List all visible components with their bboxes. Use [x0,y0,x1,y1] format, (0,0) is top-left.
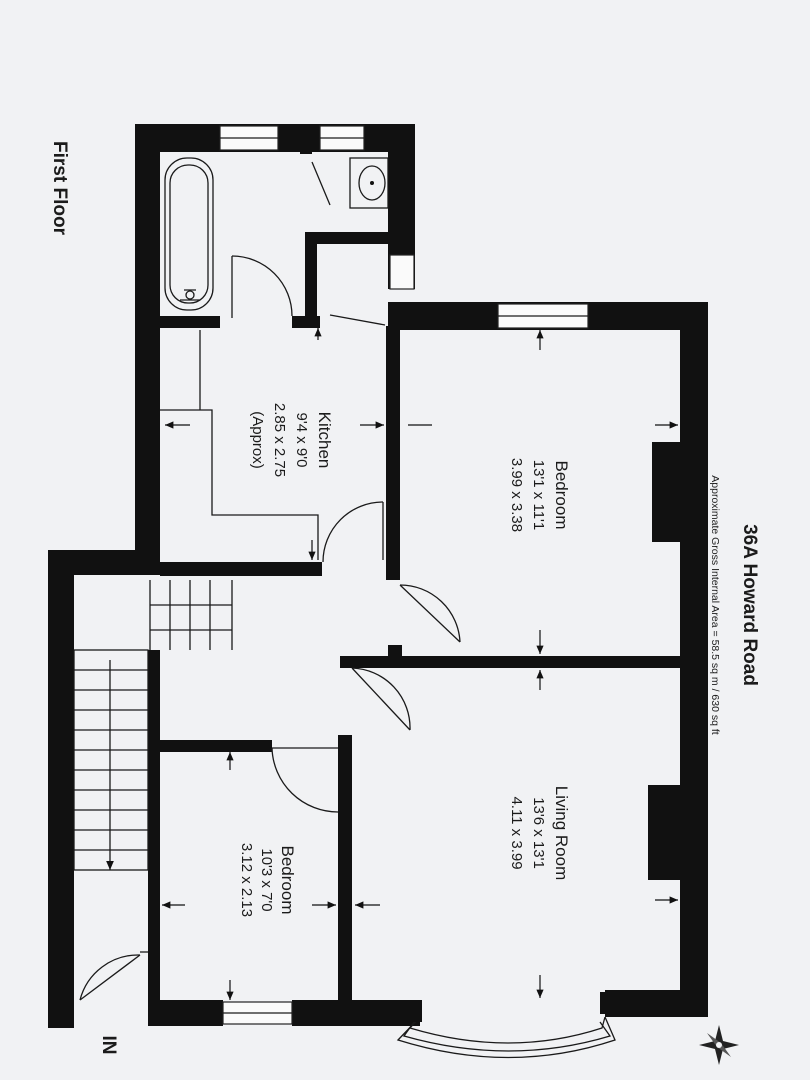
room-name: Living Room [552,786,571,881]
wash-basin-icon [311,157,389,209]
room-imperial: 13'1 x 11'1 [530,460,547,531]
floor-label: First Floor [49,141,70,236]
room-name: Bedroom [278,846,297,915]
room-name: Kitchen [315,412,334,469]
room-imperial: 13'6 x 13'1 [530,797,547,869]
bathtub-icon [164,157,214,311]
room-imperial: 9'4 x 9'0 [293,413,310,468]
door-swing-icon [79,255,461,1001]
room-metric: 3.12 x 2.13 [238,843,255,917]
room-metric: 2.85 x 2.75 [271,403,288,477]
compass-icon [699,1025,739,1065]
room-imperial: 10'3 x 7'0 [258,848,275,911]
room-kitchen: Kitchen 9'4 x 9'0 2.85 x 2.75 (Approx) [249,403,334,477]
stairs-icon [73,580,233,871]
kitchen-counter [160,330,319,560]
room-bedroom-2: Bedroom 10'3 x 7'0 3.12 x 2.13 [238,843,297,917]
room-living-room: Living Room 13'6 x 13'1 4.11 x 3.99 [508,786,571,881]
entrance-label: IN [98,1036,119,1055]
dimension-arrow-icon [162,328,678,1000]
window-icon [219,125,589,1025]
plan-title: 36A Howard Road [739,524,760,686]
bay-window [396,992,622,1059]
room-note: (Approx) [249,411,266,469]
walls [48,124,708,1028]
room-name: Bedroom [552,461,571,530]
room-metric: 3.99 x 3.38 [508,458,525,532]
area-subtitle: Approximate Gross Internal Area = 58.5 s… [709,475,721,735]
room-bedroom-1: Bedroom 13'1 x 11'1 3.99 x 3.38 [508,458,571,532]
room-metric: 4.11 x 3.99 [508,796,525,869]
